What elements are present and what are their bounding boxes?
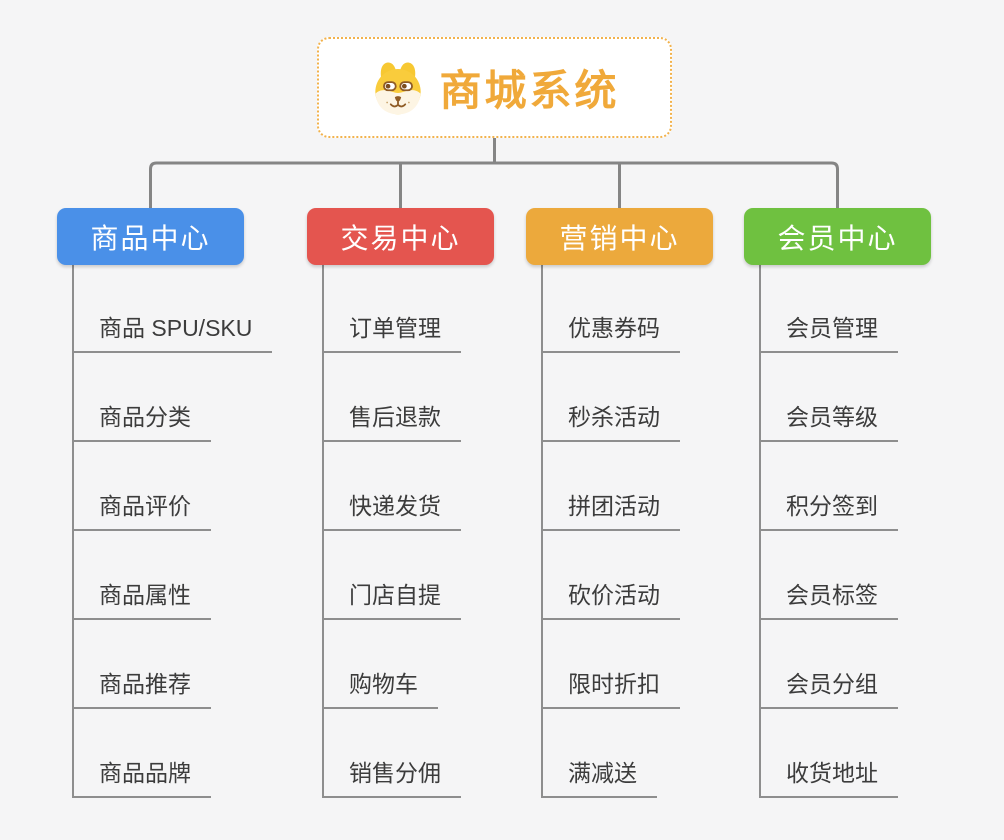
node-member-management[interactable]: 会员管理 (759, 309, 898, 353)
branch-item: 会员分组 (759, 620, 898, 709)
node-limited-time-discount[interactable]: 限时折扣 (541, 665, 680, 709)
node-group-buy[interactable]: 拼团活动 (541, 487, 680, 531)
node-order-management[interactable]: 订单管理 (322, 309, 461, 353)
branch-item: 商品品牌 (72, 709, 272, 798)
node-sales-commission[interactable]: 销售分佣 (322, 754, 461, 798)
node-points-checkin[interactable]: 积分签到 (759, 487, 898, 531)
node-product-category[interactable]: 商品分类 (72, 398, 211, 442)
branch-item: 商品推荐 (72, 620, 272, 709)
branch-product-center: 商品中心 商品 SPU/SKU 商品分类 商品评价 商品属性 商品推荐 商品品牌 (57, 208, 297, 798)
branch-trade-center: 交易中心 订单管理 售后退款 快递发货 门店自提 购物车 销售分佣 (307, 208, 547, 798)
node-product-spu-sku[interactable]: 商品 SPU/SKU (72, 309, 273, 353)
branch-header-member-center[interactable]: 会员中心 (744, 208, 931, 265)
branch-item: 会员标签 (759, 531, 898, 620)
node-spend-save[interactable]: 满减送 (541, 754, 657, 798)
branch-item: 优惠券码 (541, 264, 680, 353)
branch-item: 商品属性 (72, 531, 272, 620)
branch-item: 快递发货 (322, 442, 461, 531)
branch-item: 限时折扣 (541, 620, 680, 709)
node-member-group[interactable]: 会员分组 (759, 665, 898, 709)
node-product-review[interactable]: 商品评价 (72, 487, 211, 531)
branch-item: 满减送 (541, 709, 680, 798)
branch-item: 收货地址 (759, 709, 898, 798)
node-member-tag[interactable]: 会员标签 (759, 576, 898, 620)
branch-item: 砍价活动 (541, 531, 680, 620)
branch-item: 商品 SPU/SKU (72, 264, 273, 353)
node-product-brand[interactable]: 商品品牌 (72, 754, 211, 798)
root-node[interactable]: 商城系统 (317, 37, 672, 138)
branch-bracket-line (149, 161, 839, 209)
node-shipping-address[interactable]: 收货地址 (759, 754, 898, 798)
branch-item: 销售分佣 (322, 709, 461, 798)
branch-item: 积分签到 (759, 442, 898, 531)
shiba-dog-icon (375, 62, 422, 114)
branch-item: 会员管理 (759, 264, 898, 353)
root-title: 商城系统 (439, 67, 620, 114)
node-product-recommend[interactable]: 商品推荐 (72, 665, 211, 709)
node-store-pickup[interactable]: 门店自提 (322, 576, 461, 620)
branch-item: 商品分类 (72, 353, 272, 442)
node-coupon-code[interactable]: 优惠券码 (541, 309, 680, 353)
branch-item: 购物车 (322, 620, 461, 709)
node-product-attribute[interactable]: 商品属性 (72, 576, 211, 620)
node-member-level[interactable]: 会员等级 (759, 398, 898, 442)
branch-items-trade-center: 订单管理 售后退款 快递发货 门店自提 购物车 销售分佣 (322, 264, 461, 798)
branch-items-product-center: 商品 SPU/SKU 商品分类 商品评价 商品属性 商品推荐 商品品牌 (72, 264, 273, 798)
branch-header-product-center[interactable]: 商品中心 (57, 208, 244, 265)
branch-item: 订单管理 (322, 264, 461, 353)
node-bargain-activity[interactable]: 砍价活动 (541, 576, 680, 620)
branch-item: 门店自提 (322, 531, 461, 620)
branch-item: 商品评价 (72, 442, 272, 531)
branch-header-marketing-center[interactable]: 营销中心 (526, 208, 713, 265)
branch-item: 拼团活动 (541, 442, 680, 531)
branch-header-trade-center[interactable]: 交易中心 (307, 208, 494, 265)
node-flash-sale[interactable]: 秒杀活动 (541, 398, 680, 442)
node-aftersale-refund[interactable]: 售后退款 (322, 398, 461, 442)
branch-items-member-center: 会员管理 会员等级 积分签到 会员标签 会员分组 收货地址 (759, 264, 898, 798)
node-shopping-cart[interactable]: 购物车 (322, 665, 438, 709)
branch-item: 秒杀活动 (541, 353, 680, 442)
branch-items-marketing-center: 优惠券码 秒杀活动 拼团活动 砍价活动 限时折扣 满减送 (541, 264, 680, 798)
node-express-delivery[interactable]: 快递发货 (322, 487, 461, 531)
branch-item: 售后退款 (322, 353, 461, 442)
branch-item: 会员等级 (759, 353, 898, 442)
branch-marketing-center: 营销中心 优惠券码 秒杀活动 拼团活动 砍价活动 限时折扣 满减送 (526, 208, 766, 798)
branch-member-center: 会员中心 会员管理 会员等级 积分签到 会员标签 会员分组 收货地址 (744, 208, 984, 798)
